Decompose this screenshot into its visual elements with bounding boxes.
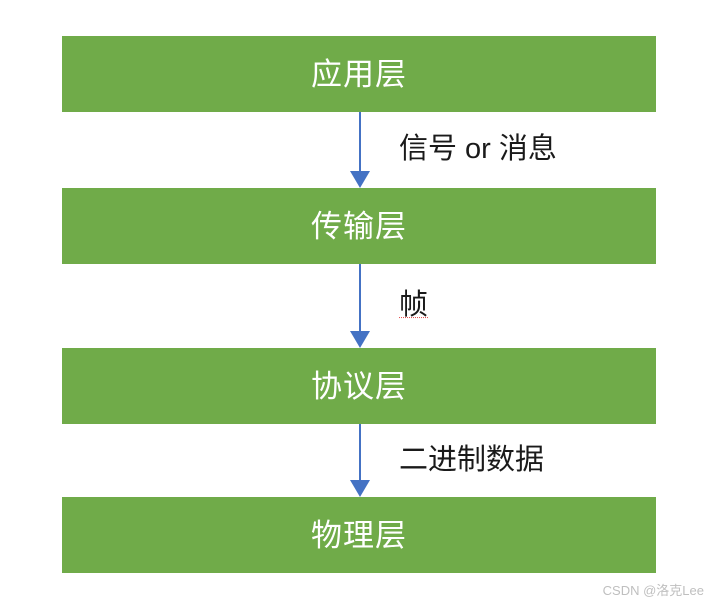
- layer-box-label: 协议层: [311, 368, 407, 404]
- layer-box-protocol: 协议层: [62, 348, 656, 424]
- layer-box-label: 应用层: [311, 56, 407, 92]
- down-arrow-icon: [350, 424, 370, 497]
- arrow-shaft: [359, 112, 361, 171]
- arrow-head: [350, 480, 370, 497]
- arrow-head: [350, 171, 370, 188]
- layer-box-application: 应用层: [62, 36, 656, 112]
- down-arrow-icon: [350, 112, 370, 188]
- layer-box-transport: 传输层: [62, 188, 656, 264]
- arrow-head: [350, 331, 370, 348]
- down-arrow-icon: [350, 264, 370, 348]
- connector-label: 信号 or 消息: [399, 133, 557, 166]
- arrow-shaft: [359, 264, 361, 331]
- connector-application-to-transport: 信号 or 消息: [0, 112, 718, 188]
- watermark: CSDN @洛克Lee: [602, 583, 704, 598]
- connector-label: 二进制数据: [399, 443, 545, 476]
- connector-transport-to-protocol: 帧: [0, 264, 718, 348]
- connector-label: 帧: [399, 289, 429, 322]
- connector-protocol-to-physical: 二进制数据: [0, 424, 718, 497]
- arrow-shaft: [359, 424, 361, 480]
- layer-box-physical: 物理层: [62, 497, 656, 573]
- layer-box-label: 物理层: [311, 517, 407, 553]
- layer-box-label: 传输层: [311, 208, 407, 244]
